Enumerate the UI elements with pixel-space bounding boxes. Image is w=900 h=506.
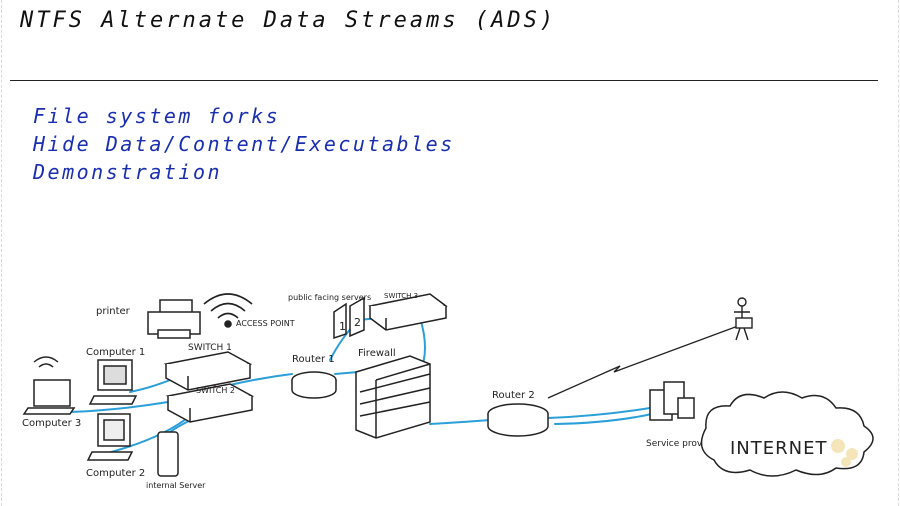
- switch-1-icon: [163, 351, 253, 391]
- public-servers-icon: [333, 296, 365, 340]
- router-1-label: Router 1: [292, 354, 335, 365]
- cloud-highlight-icon: [831, 439, 858, 467]
- computer-3-laptop-icon: [22, 379, 76, 415]
- switch-2-label: SWITCH 2: [196, 386, 235, 395]
- computer-1-icon: [88, 359, 138, 405]
- access-point-wifi-icon: [203, 293, 253, 328]
- router-2-icon: [487, 403, 549, 437]
- service-provider-label: Service provider: [646, 439, 720, 449]
- service-provider-building-icon: [649, 381, 695, 421]
- server-1-number: 1: [339, 320, 346, 333]
- network-diagram: ACCESS POINT printer 1 2 public facing s…: [22, 292, 874, 490]
- server-2-number: 2: [354, 316, 361, 329]
- public-servers-label: public facing servers: [288, 293, 371, 302]
- switch-2-icon: [165, 383, 255, 423]
- printer-icon: [147, 299, 201, 339]
- bullet-hide-data: Hide Data/Content/Executables: [33, 132, 455, 156]
- switch-3-label: SWITCH 3: [384, 292, 418, 300]
- firewall-label: Firewall: [358, 348, 396, 359]
- internet-cloud-icon: [700, 391, 874, 477]
- internal-server-icon: [157, 431, 179, 477]
- wireless-link-icon: [547, 325, 739, 399]
- slide-title: NTFS Alternate Data Streams (ADS): [20, 8, 557, 33]
- bullet-file-system-forks: File system forks: [33, 104, 281, 128]
- bullet-demonstration: Demonstration: [33, 160, 223, 184]
- router-2-label: Router 2: [492, 390, 535, 401]
- internal-server-label: internal Server: [146, 481, 206, 490]
- left-edge-dashes: [1, 0, 2, 506]
- firewall-icon: [355, 355, 431, 439]
- switch-1-label: SWITCH 1: [188, 343, 232, 353]
- printer-label: printer: [96, 306, 131, 317]
- right-edge-dashes: [898, 0, 899, 506]
- computer-2-icon: [86, 413, 134, 461]
- computer-3-label: Computer 3: [22, 418, 81, 429]
- internet-label: INTERNET: [730, 438, 827, 459]
- title-divider: [10, 80, 878, 81]
- switch-3-icon: [368, 293, 448, 331]
- router-1-icon: [291, 371, 337, 399]
- computer-2-label: Computer 2: [86, 468, 145, 479]
- remote-user-icon: [734, 297, 753, 341]
- computer-1-label: Computer 1: [86, 347, 145, 358]
- access-point-label: ACCESS POINT: [236, 319, 295, 328]
- computer-3-wifi-icon: [33, 356, 59, 368]
